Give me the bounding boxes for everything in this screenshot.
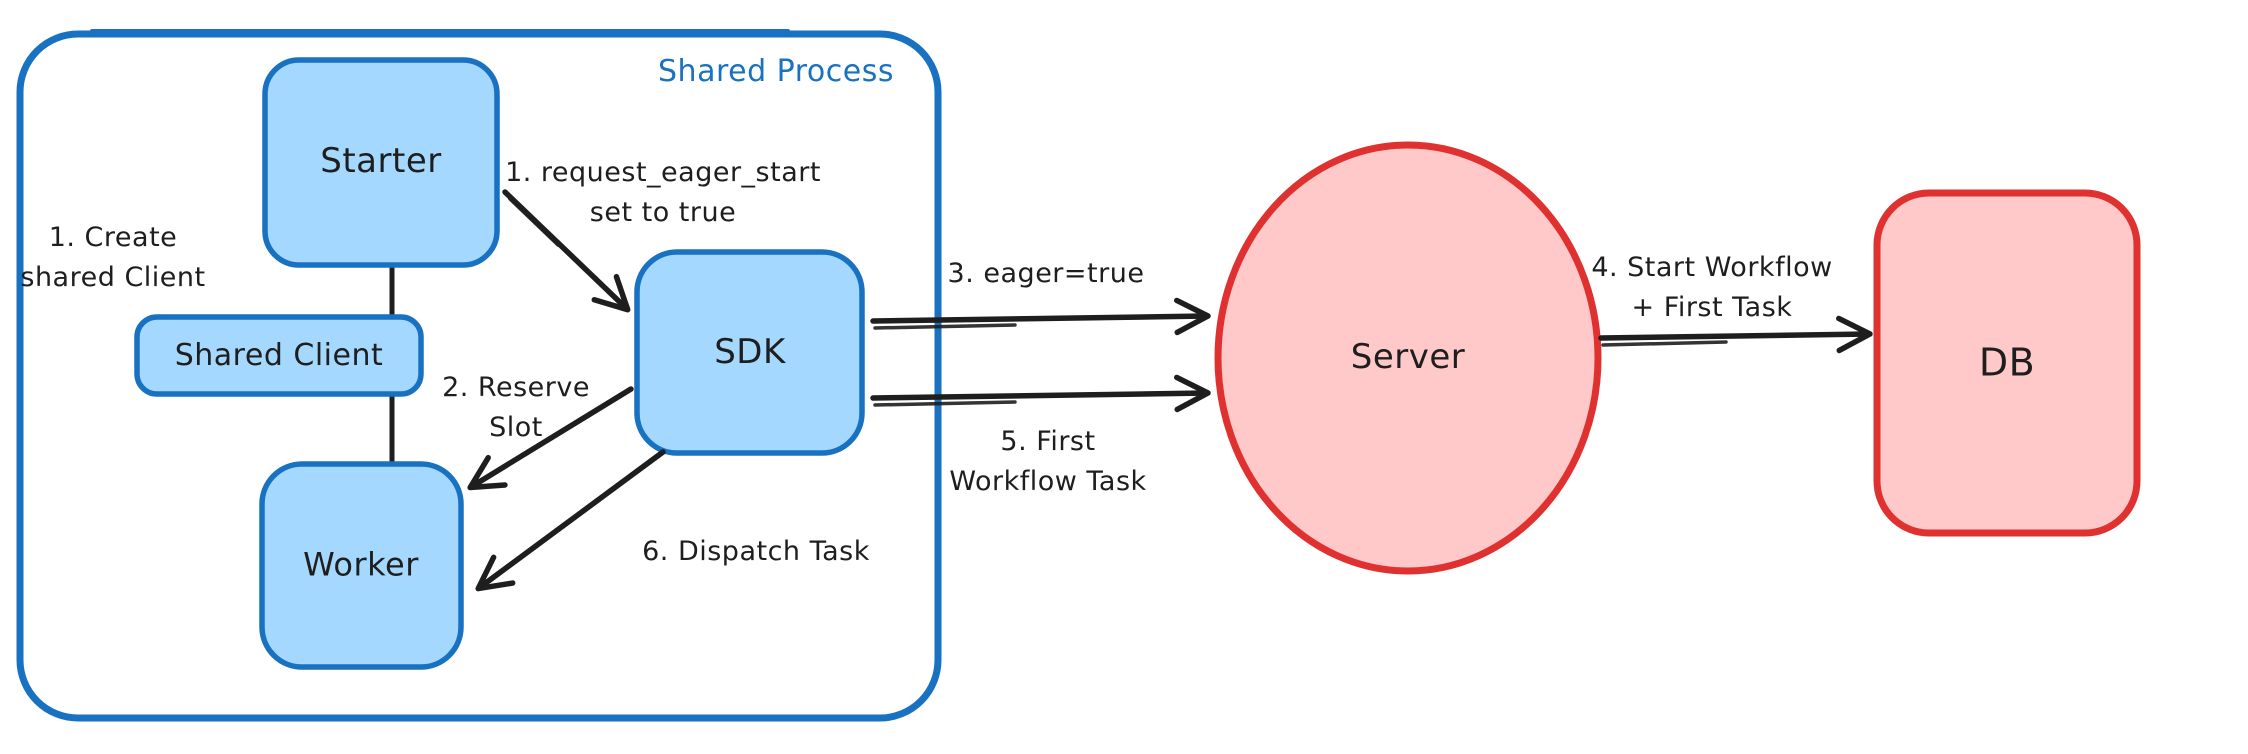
annotation-reserve-slot: 2. Reserve Slot [442, 368, 590, 448]
sketch-stroke [873, 323, 1017, 330]
annotation-line: + First Task [1631, 292, 1793, 323]
shared-client-node-shape [134, 314, 424, 397]
annotation-line: set to true [589, 197, 737, 228]
arrow-start-workflow [1598, 315, 1873, 354]
annotation-create-shared-client: 1. Create shared Client [20, 218, 205, 298]
server-node-label: Server [1350, 337, 1466, 378]
annotation-line: 4. Start Workflow [1591, 252, 1833, 283]
starter-node-shape [262, 57, 500, 268]
starter-node-label: Starter [320, 141, 442, 182]
sketch-stroke [873, 400, 1017, 407]
annotation-line: 6. Dispatch Task [642, 536, 870, 567]
shared-process-label: Shared Process [658, 53, 894, 89]
annotation-dispatch-task: 6. Dispatch Task [642, 532, 870, 572]
shared-process-container-shape [16, 30, 942, 722]
arrow-first-workflow-task [870, 374, 1211, 413]
worker-node-shape [259, 461, 464, 670]
annotation-line: Workflow Task [949, 466, 1147, 497]
annotation-first-workflow-task: 5. First Workflow Task [949, 422, 1146, 502]
annotation-line: 1. request_eager_start [505, 157, 821, 188]
db-node-label: DB [1978, 340, 2036, 385]
annotation-line: 3. eager=true [947, 258, 1145, 289]
db-node-shape [1873, 189, 2141, 537]
sketch-stroke [508, 197, 560, 247]
worker-node-label: Worker [303, 545, 419, 584]
annotation-line: 5. First [1000, 426, 1096, 457]
annotation-request-eager-start: 1. request_eager_start set to true [505, 153, 821, 233]
arrow-eager-true [870, 297, 1211, 336]
arrow-dispatch-task [475, 449, 666, 592]
arrow-reserve-slot [467, 386, 634, 491]
shared-client-node-label: Shared Client [174, 337, 384, 373]
sketch-stroke [1601, 340, 1728, 347]
annotation-line: shared Client [20, 262, 206, 293]
sdk-node-label: SDK [714, 332, 786, 373]
server-node-shape [1214, 141, 1602, 575]
annotation-eager-true: 3. eager=true [948, 254, 1145, 294]
annotation-line: Slot [489, 412, 543, 443]
annotation-line: 2. Reserve [442, 372, 590, 403]
annotation-start-workflow: 4. Start Workflow + First Task [1591, 248, 1832, 328]
annotation-line: 1. Create [48, 222, 178, 253]
sdk-node-shape [634, 249, 865, 456]
